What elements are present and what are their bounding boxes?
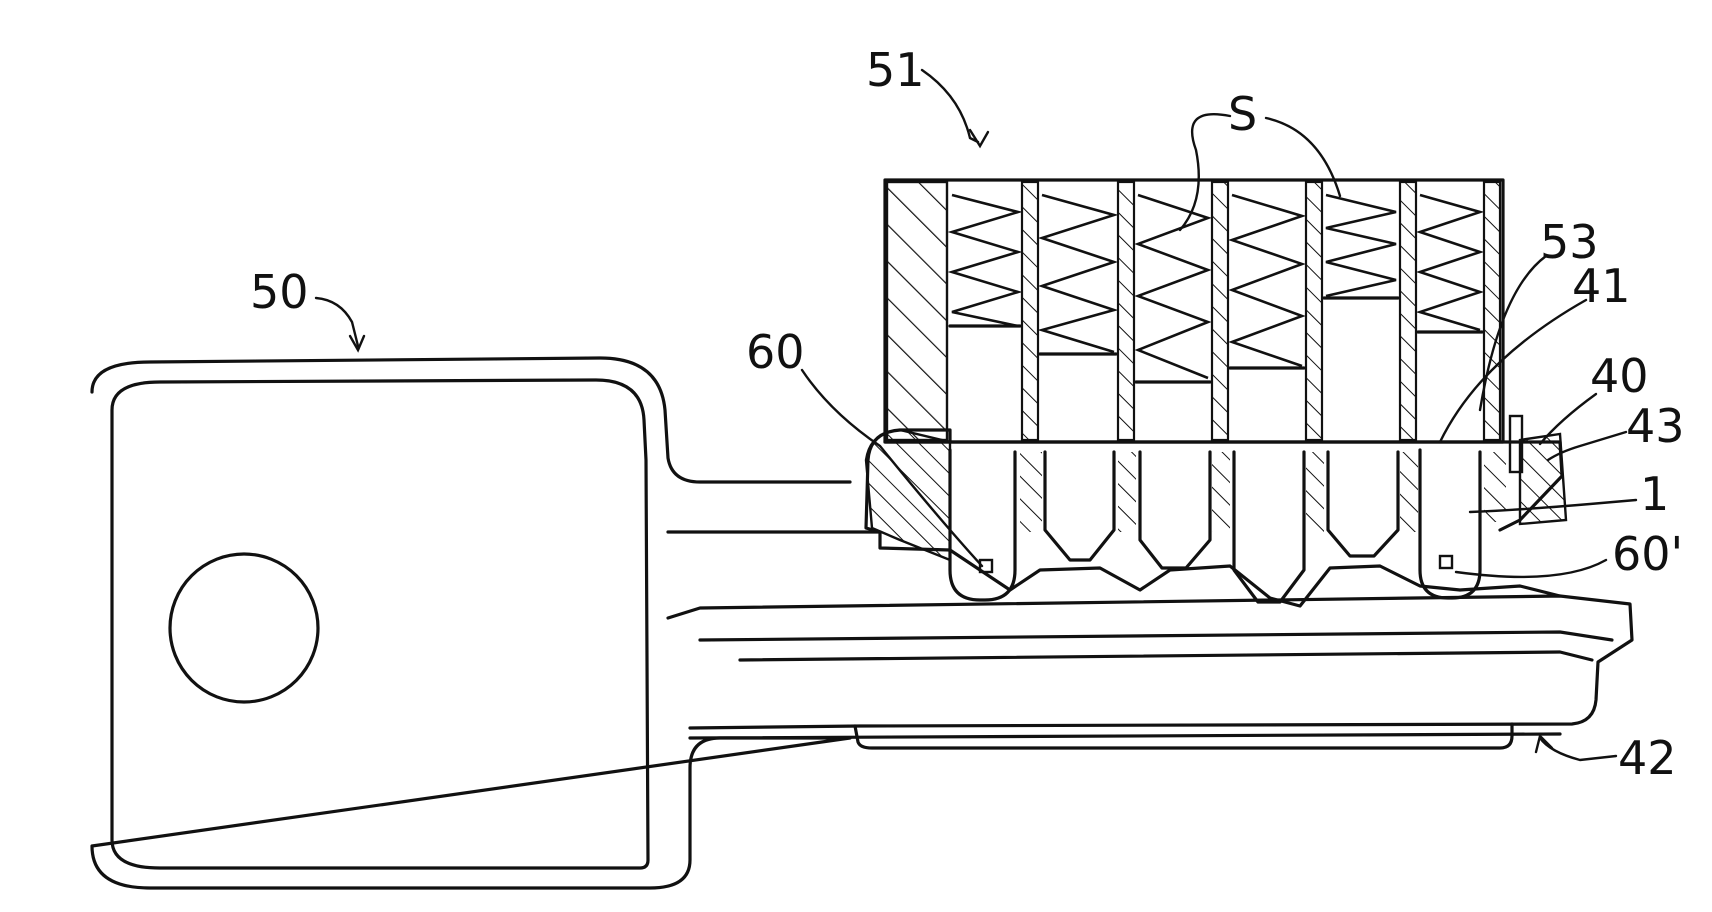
label-51: 51 [866, 43, 925, 97]
label-1: 1 [1640, 467, 1669, 521]
label-60p: 60' [1612, 527, 1683, 581]
label-43: 43 [1626, 399, 1685, 453]
key-head-outer [92, 358, 850, 888]
label-50: 50 [250, 265, 309, 319]
housing-end-wall [887, 182, 947, 440]
label-s: S [1228, 87, 1257, 141]
label-40: 40 [1590, 349, 1649, 403]
label-41: 41 [1572, 259, 1631, 313]
plug-hatch-walls [1020, 452, 1506, 532]
mark-60p [1440, 556, 1452, 568]
key-shank [668, 532, 1632, 738]
lock-cylinder [866, 180, 1566, 602]
label-60: 60 [746, 325, 805, 379]
key-head-inner [112, 380, 648, 868]
reference-labels: 50 51 S 53 41 40 43 1 60 60' 42 [250, 43, 1685, 785]
end-element-40 [1520, 434, 1566, 524]
label-42: 42 [1618, 731, 1677, 785]
key-bow-hole [170, 554, 318, 702]
key-bitting-profile [880, 532, 1560, 606]
